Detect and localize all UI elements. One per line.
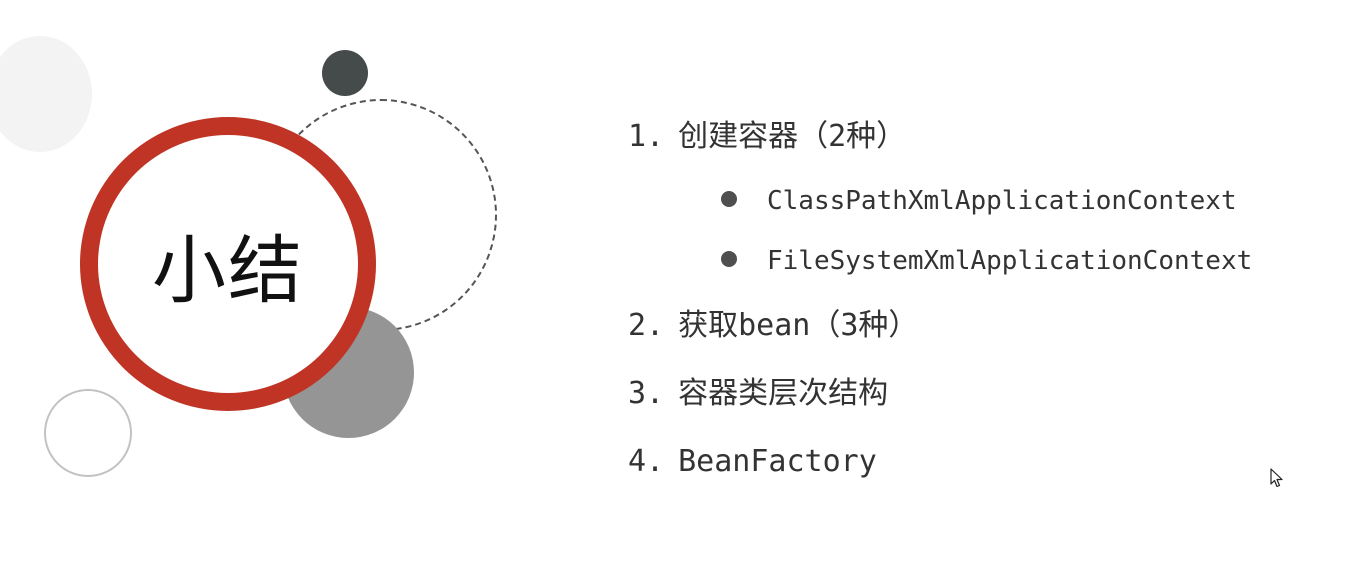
slide-title: 小结 — [152, 227, 304, 314]
list-item-text: 创建容器（2种） — [678, 119, 907, 154]
list-item-text: BeanFactory — [678, 444, 877, 479]
list-item-1: 1. 创建容器（2种） — [628, 122, 906, 152]
sub-item-1: ClassPathXmlApplicationContext — [767, 186, 1237, 216]
bullet-dot-icon — [721, 191, 737, 207]
list-item-number: 2. — [628, 308, 665, 343]
list-item-number: 4. — [628, 444, 665, 479]
list-item-number: 1. — [628, 119, 665, 154]
bullet-dot-icon — [721, 251, 737, 267]
decorative-outline-circle — [44, 389, 132, 477]
list-item-4: 4. BeanFactory — [628, 447, 877, 477]
list-item-text: 获取bean（3种） — [678, 308, 919, 343]
list-item-text: 容器类层次结构 — [678, 376, 889, 411]
decorative-dark-circle — [322, 50, 368, 96]
list-item-3: 3. 容器类层次结构 — [628, 379, 888, 409]
decorative-faint-circle — [0, 36, 92, 152]
list-item-2: 2. 获取bean（3种） — [628, 311, 918, 341]
sub-item-2: FileSystemXmlApplicationContext — [767, 246, 1253, 276]
list-item-number: 3. — [628, 376, 665, 411]
mouse-pointer-icon — [1270, 468, 1284, 492]
